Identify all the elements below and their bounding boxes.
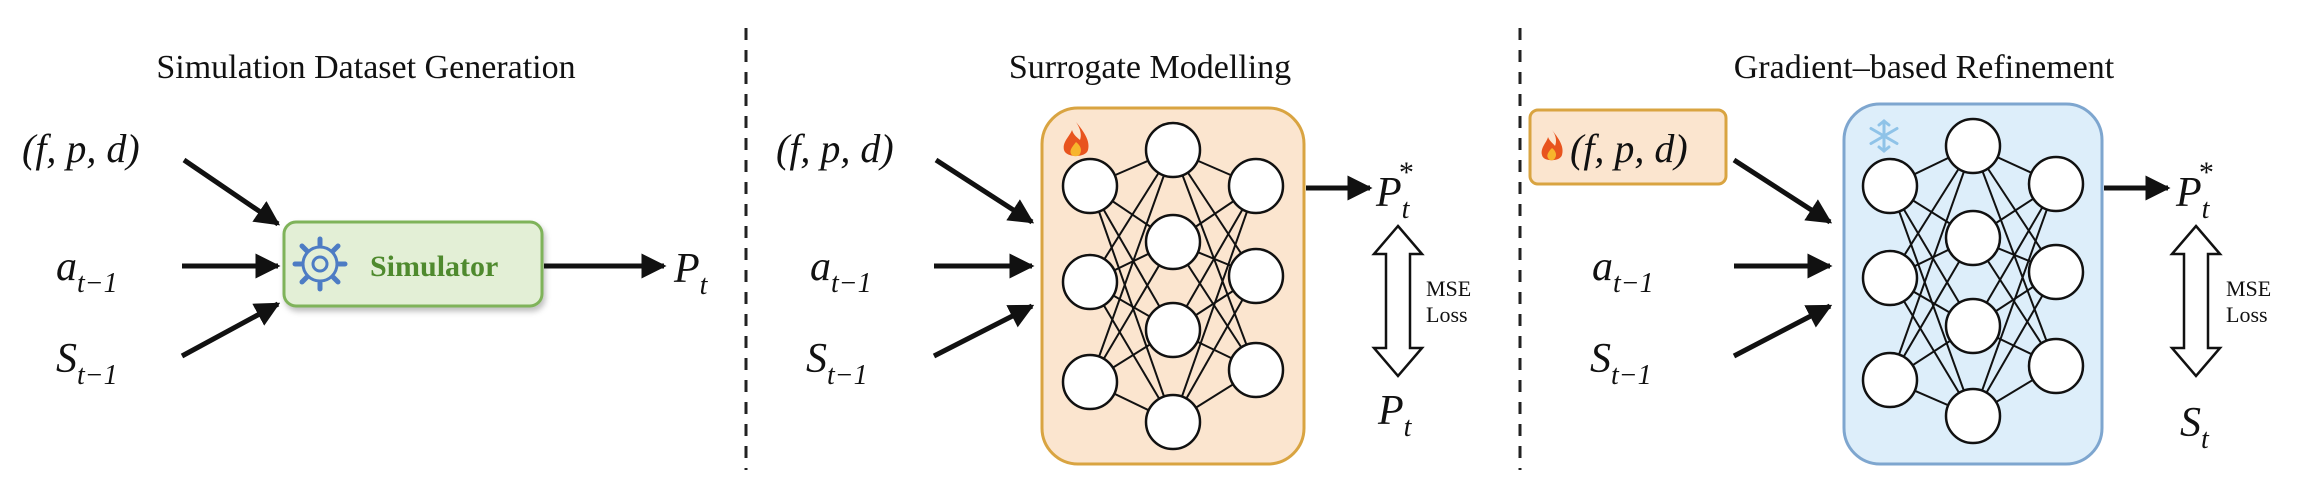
sur-input-state: St−1 <box>806 336 868 391</box>
ref-arrow-params <box>1732 157 1833 225</box>
surrogate-neural-network <box>1061 121 1285 451</box>
nn-node <box>1144 301 1202 359</box>
sur-arrow-params <box>934 157 1035 225</box>
sur-loss-label-2: Loss <box>1426 302 1468 327</box>
snowflake-icon <box>1869 119 1899 153</box>
surrogate-title: Surrogate Modelling <box>1009 49 1291 86</box>
nn-node <box>1861 157 1919 215</box>
gear-icon <box>292 236 348 292</box>
ref-loss-double-arrow <box>2169 224 2223 378</box>
sim-input-params: (f, p, d) <box>22 126 140 171</box>
nn-node <box>1061 353 1119 411</box>
sur-input-params: (f, p, d) <box>776 126 894 171</box>
ref-loss-label-2: Loss <box>2226 302 2268 327</box>
refinement-title: Gradient–based Refinement <box>1734 49 2115 86</box>
nn-edge <box>1172 185 1257 423</box>
surrogate-panel: Surrogate Modelling (f, p, d) at−1 St−1 … <box>776 49 1471 466</box>
sim-arrow-state <box>180 301 281 359</box>
fire-icon <box>1063 122 1089 157</box>
nn-edge <box>1889 145 1974 381</box>
sur-input-action: at−1 <box>810 244 872 299</box>
sim-input-action: at−1 <box>56 244 118 299</box>
nn-edge <box>1972 183 2057 417</box>
ref-arrow-state <box>1732 303 1833 359</box>
ref-input-action: at−1 <box>1592 244 1654 299</box>
nn-node <box>1144 393 1202 451</box>
nn-node <box>1944 117 2002 175</box>
nn-node <box>1861 249 1919 307</box>
nn-node <box>2027 337 2085 395</box>
sur-loss-label-1: MSE <box>1426 276 1471 301</box>
nn-node <box>1227 341 1285 399</box>
simulation-panel: Simulation Dataset Generation (f, p, d) … <box>22 49 709 391</box>
nn-node <box>1144 121 1202 179</box>
simulator-box <box>282 220 544 308</box>
ref-loss-label-1: MSE <box>2226 276 2271 301</box>
nn-node <box>1227 247 1285 305</box>
nn-node <box>1861 351 1919 409</box>
ref-input-params: (f, p, d) <box>1570 126 1688 171</box>
refinement-neural-network <box>1861 117 2085 445</box>
ref-input-state: St−1 <box>1590 336 1652 391</box>
simulation-title: Simulation Dataset Generation <box>156 49 575 86</box>
nn-node <box>1227 157 1285 215</box>
nn-node <box>2027 243 2085 301</box>
sim-output: Pt <box>673 246 709 301</box>
ref-target: St <box>2180 400 2210 455</box>
sur-loss-double-arrow <box>1371 224 1425 378</box>
nn-node <box>1144 213 1202 271</box>
nn-node <box>1944 387 2002 445</box>
sur-target: Pt <box>1377 388 1413 443</box>
nn-edge <box>1089 185 1174 423</box>
nn-node <box>2027 155 2085 213</box>
nn-node <box>1061 157 1119 215</box>
nn-node <box>1944 209 2002 267</box>
nn-node <box>1944 297 2002 355</box>
sur-arrow-state <box>932 303 1035 359</box>
simulator-label: Simulator <box>370 250 498 283</box>
refinement-panel: Gradient–based Refinement (f, p, d) at−1… <box>1528 49 2271 466</box>
fire-icon <box>1541 130 1563 161</box>
sim-input-state: St−1 <box>56 336 118 391</box>
sim-arrow-params <box>182 157 281 227</box>
nn-edge <box>1089 149 1174 383</box>
trainable-params-box <box>1528 108 1728 186</box>
ref-prediction: Pt* <box>2175 156 2212 225</box>
sur-prediction: Pt* <box>1375 156 1412 225</box>
nn-node <box>1061 253 1119 311</box>
